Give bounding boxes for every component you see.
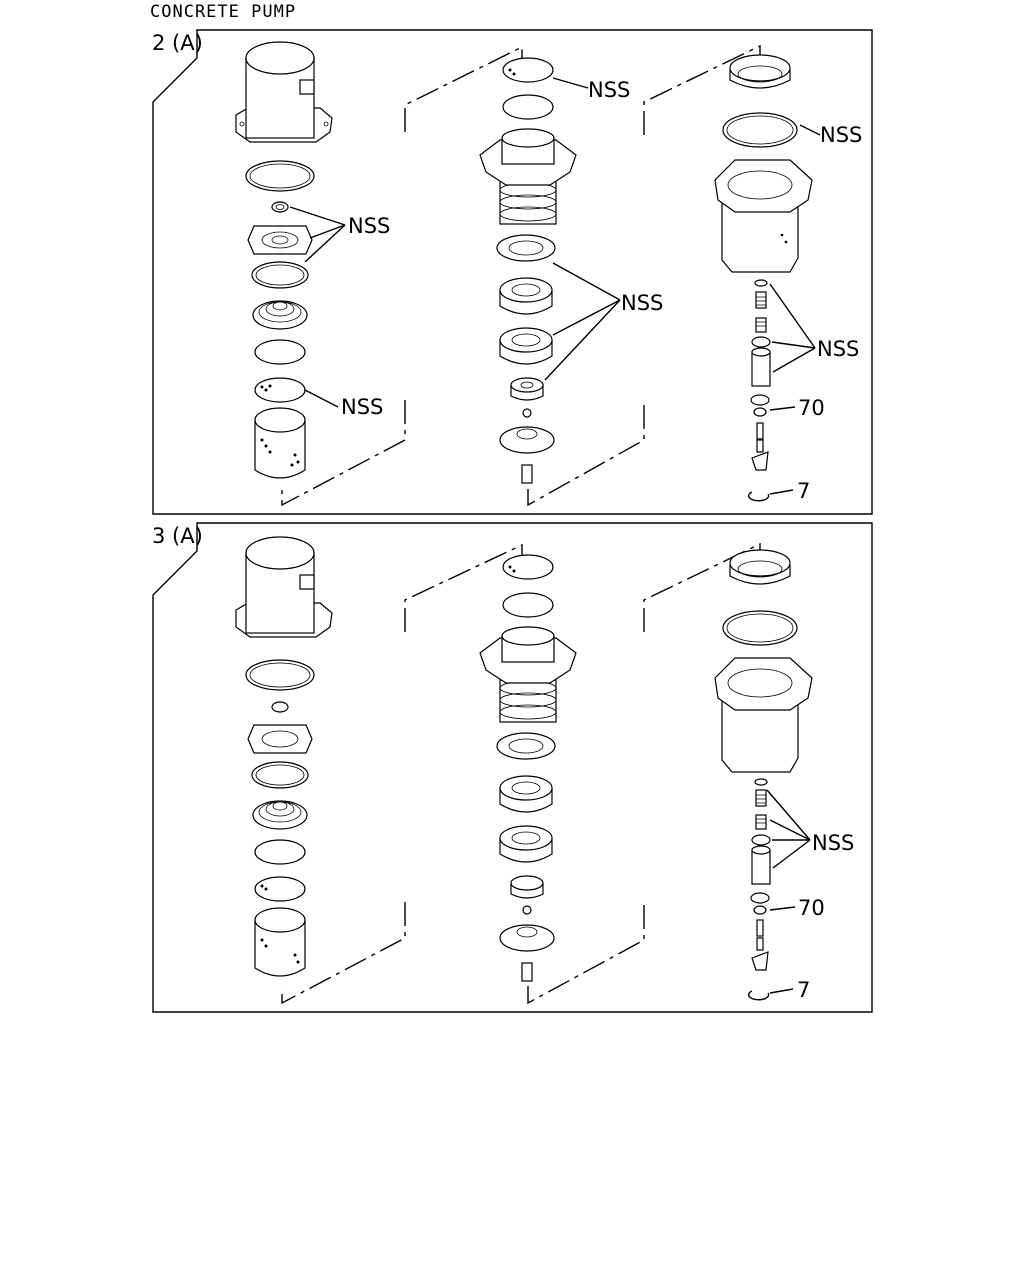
panel-label: 3 (A)	[152, 524, 203, 548]
pump-housing	[235, 41, 333, 143]
seal-ring-a	[496, 732, 556, 760]
diagram-panel-2a: 2 (A)	[152, 29, 873, 515]
small-seal	[271, 201, 289, 213]
flange-plate	[247, 225, 313, 255]
plate-disc	[502, 94, 554, 120]
pump-housing	[235, 536, 333, 638]
diagram-panel-3a: 3 (A)	[152, 522, 873, 1013]
callout-nss-6: NSS	[341, 395, 383, 419]
o-ring-small-2	[751, 834, 771, 846]
callout-7: 7	[797, 479, 810, 503]
pin	[751, 422, 769, 471]
panel-frame	[152, 522, 873, 1013]
panel-label: 2 (A)	[152, 31, 203, 55]
callout-70: 70	[798, 896, 825, 920]
bolt-mid	[521, 464, 533, 484]
callout-nss-3: NSS	[348, 214, 390, 238]
valve-spool	[751, 347, 771, 387]
cylinder-head	[479, 626, 577, 723]
strainer	[254, 407, 306, 479]
callout-nss: NSS	[812, 831, 854, 855]
ring-plate	[254, 839, 306, 865]
diaphragm	[252, 300, 308, 330]
panel-frame	[152, 29, 873, 515]
valve-spool	[751, 845, 771, 885]
spring	[755, 789, 767, 807]
callout-nss-4: NSS	[621, 291, 663, 315]
spring	[755, 291, 767, 309]
callout-nss-5: NSS	[817, 337, 859, 361]
gasket-middle	[251, 761, 309, 789]
small-ball	[522, 905, 532, 915]
flange-plate	[247, 724, 313, 754]
diaphragm	[252, 800, 308, 830]
snap-ring-7	[747, 491, 770, 502]
spring-lower	[755, 814, 767, 830]
seal-ring-b	[499, 277, 553, 315]
washer-70	[750, 394, 770, 417]
ring-plate	[254, 339, 306, 365]
bolt-mid	[521, 962, 533, 982]
top-cap	[729, 549, 791, 585]
snap-ring-7	[747, 990, 770, 1001]
callout-70: 70	[798, 396, 825, 420]
o-ring-small-2	[751, 336, 771, 348]
spring-seat	[499, 426, 555, 454]
spring-seat	[499, 924, 555, 952]
seal-ring-a	[496, 234, 556, 262]
callout-7: 7	[797, 978, 810, 1002]
large-o-ring	[722, 112, 798, 148]
small-seal	[271, 701, 289, 713]
pin	[751, 919, 769, 971]
seal-ring-c	[499, 825, 553, 863]
cover-disc	[502, 57, 554, 83]
spring-lower	[755, 317, 767, 333]
cylinder-head	[479, 128, 577, 225]
seal-ring-b	[499, 775, 553, 813]
gasket-upper	[245, 659, 315, 691]
strainer	[254, 907, 306, 977]
o-ring-small-1	[754, 778, 768, 786]
valve-body	[714, 159, 813, 273]
cover-disc	[502, 554, 554, 580]
large-o-ring	[722, 610, 798, 646]
filter-disc	[254, 377, 306, 403]
bushing	[510, 875, 544, 899]
filter-disc	[254, 876, 306, 902]
o-ring-small-1	[754, 279, 768, 287]
callout-nss-1: NSS	[588, 78, 630, 102]
bushing	[510, 377, 544, 401]
seal-ring-c	[499, 327, 553, 365]
gasket-upper	[245, 160, 315, 192]
callout-nss-2: NSS	[820, 123, 862, 147]
page-title: CONCRETE PUMP	[150, 2, 297, 22]
plate-disc	[502, 592, 554, 618]
valve-body	[714, 657, 813, 773]
gasket-middle	[251, 261, 309, 289]
washer-70	[750, 892, 770, 915]
top-cap	[729, 54, 791, 89]
small-ball	[522, 408, 532, 418]
